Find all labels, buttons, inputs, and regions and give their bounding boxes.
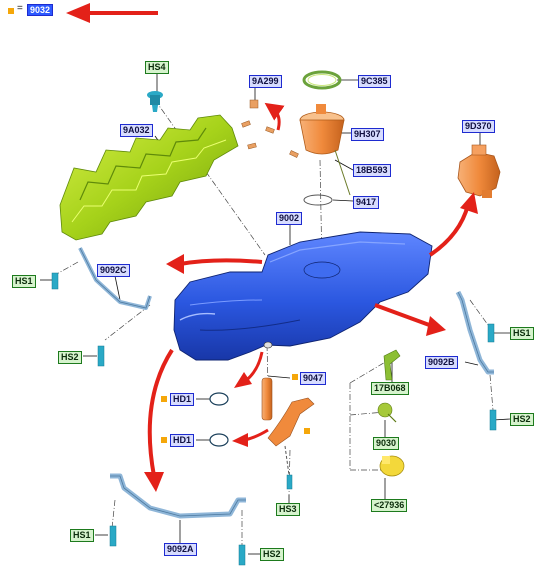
label-9h307[interactable]: 9H307 [351,128,384,141]
red-arrows [144,192,478,492]
label-hs2-right[interactable]: HS2 [510,413,534,426]
label-9d370[interactable]: 9D370 [462,120,495,133]
label-hs2-left[interactable]: HS2 [58,351,82,364]
label-9030[interactable]: 9030 [373,437,400,450]
marker-squares [161,374,298,443]
label-9002[interactable]: 9002 [276,212,303,225]
label-9092c[interactable]: 9092C [97,264,130,277]
fuel-pump-art [299,104,351,196]
label-hs1-right[interactable]: HS1 [510,327,534,340]
label-hs1-left[interactable]: HS1 [12,275,36,288]
label-hs2-bottom[interactable]: HS2 [260,548,284,561]
label-17b068[interactable]: 17B068 [371,382,409,395]
label-18b593[interactable]: 18B593 [353,164,391,177]
label-9c385[interactable]: 9C385 [358,75,391,88]
clip-art [241,99,299,158]
legend-equals: = [17,3,23,14]
label-hd1-top[interactable]: HD1 [170,393,195,406]
gasket-art [303,194,333,206]
legend-orange-square-icon [8,8,14,14]
label-9417[interactable]: 9417 [353,196,380,209]
fuel-tank-art [173,231,433,361]
legend-code[interactable]: 9032 [27,4,54,16]
label-9a299[interactable]: 9A299 [249,75,282,88]
fuel-cap-art [377,402,397,423]
strap-9092b-art [455,290,494,375]
filler-pipe-art [261,377,315,476]
label-9092a[interactable]: 9092A [164,543,197,556]
hs4-fastener-art [147,91,163,112]
strap-9092c-art [78,247,152,310]
label-hd1-bottom[interactable]: HD1 [170,434,195,447]
vapor-valve-art [457,144,501,198]
label-hs4[interactable]: HS4 [145,61,169,74]
hose-clamp-art [209,392,229,447]
label-27936[interactable]: <27936 [371,499,408,512]
label-9092b[interactable]: 9092B [425,356,458,369]
heat-shield [59,114,239,241]
label-9047[interactable]: 9047 [300,372,327,385]
lock-ring-art [302,70,342,90]
yellow-fitting-art [379,455,405,477]
tether-art [383,349,401,381]
strap-9092a-art [110,473,246,519]
label-hs1-bottom[interactable]: HS1 [70,529,94,542]
label-9a032[interactable]: 9A032 [120,124,153,137]
legend-arrow [66,3,158,23]
label-hs3[interactable]: HS3 [276,503,300,516]
bolt-art [51,272,497,566]
